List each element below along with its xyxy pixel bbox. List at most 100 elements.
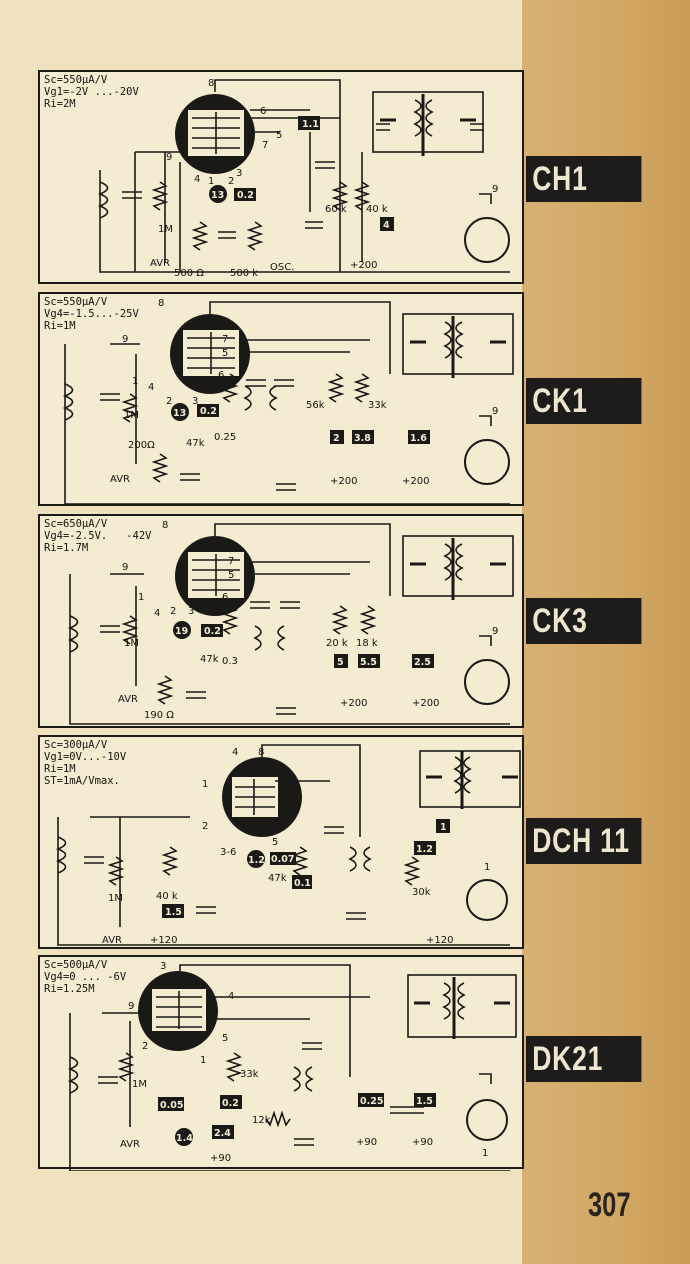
spec-line: Sc=550µA/V — [44, 296, 108, 308]
label: 40 k — [366, 204, 388, 215]
pin-label: 5 — [276, 130, 282, 141]
label: 30k — [412, 887, 431, 898]
spec-line: Vg4=-2.5V. -42V — [44, 530, 152, 542]
base-pin: 9 — [492, 184, 498, 195]
pin-label: 6 — [218, 370, 224, 381]
pin-label: 2 — [170, 606, 176, 617]
base-pin: 9 — [492, 626, 498, 637]
label: 56k — [306, 400, 325, 411]
label: 40 k — [156, 891, 178, 902]
base-pinout-ck1: 9 — [464, 406, 510, 485]
schematic-drawing: 2 3.8 1.6 0.2 13 1M AVR 200Ω 47k 0.25 56… — [62, 298, 514, 505]
base-pinout-dk21: 1 — [466, 1073, 508, 1159]
label: +90 — [210, 1153, 231, 1164]
pin-label: 2 — [142, 1041, 148, 1052]
label: 1M — [124, 410, 139, 421]
label: 0.3 — [222, 656, 238, 667]
heater-value: 1.4 — [176, 1133, 193, 1144]
pin-label: 4 — [154, 608, 160, 619]
label: +120 — [150, 935, 177, 946]
tag: 2 — [333, 433, 340, 444]
label: AVR — [118, 694, 138, 705]
pin-label: 9 — [128, 1001, 134, 1012]
label: 1M — [132, 1079, 147, 1090]
tag: 5.5 — [360, 657, 377, 668]
label: 3-6 — [220, 847, 236, 858]
label: +200 — [350, 260, 377, 271]
label: 20 k — [326, 638, 348, 649]
tag: 1 — [440, 822, 447, 833]
tag: 2.4 — [214, 1128, 231, 1139]
tag: 1.1 — [302, 119, 319, 130]
base-pin: 1 — [482, 1148, 488, 1159]
spec-line: Ri=1M — [44, 320, 76, 332]
pin-label: 5 — [222, 348, 228, 359]
tag: 0.2 — [204, 626, 221, 637]
pin-label: 6 — [260, 106, 266, 117]
tube-name-dk21: DK21 — [526, 1036, 642, 1082]
label: 1M — [108, 893, 123, 904]
tag: 5 — [337, 657, 344, 668]
schematic-drawing: 1.5 1.2 0.07 0.1 1 1.2 1M AVR 40 k +120 … — [55, 744, 521, 946]
heater-value: 19 — [175, 626, 188, 637]
label: 12k — [252, 1115, 271, 1126]
label: 47k — [200, 654, 219, 665]
spec-line: Ri=1.25M — [44, 983, 95, 995]
pin-label: 3 — [160, 961, 166, 972]
pin-label: 1 — [200, 1055, 206, 1066]
label: +90 — [356, 1137, 377, 1148]
label: AVR — [110, 474, 130, 485]
heater-value: 13 — [173, 408, 186, 419]
schematic-ck1: 2 3.8 1.6 0.2 13 1M AVR 200Ω 47k 0.25 56… — [38, 292, 524, 506]
label: 0.25 — [214, 432, 236, 443]
pin-label: 1 — [138, 592, 144, 603]
base-pinout-ck3: 9 — [464, 626, 510, 705]
label: AVR — [102, 935, 122, 946]
label: AVR — [150, 258, 170, 269]
label: 500 k — [230, 268, 258, 279]
spec-line: Ri=1M — [44, 763, 76, 775]
tag: 0.1 — [294, 878, 311, 889]
pin-label: 4 — [148, 382, 154, 393]
tag: 3.8 — [354, 433, 371, 444]
grid-lines — [192, 112, 240, 154]
spec-line: Vg4=-1.5...-25V — [44, 308, 139, 320]
tag: 4 — [383, 220, 390, 231]
pin-label: 9 — [122, 562, 128, 573]
spec-line: Sc=300µA/V — [44, 739, 108, 751]
pin-label: 4 — [194, 174, 200, 185]
pin-label: 6 — [222, 592, 228, 603]
label: +200 — [412, 698, 439, 709]
pin-label: 3 — [188, 606, 194, 617]
schematic-dk21: 0.05 0.2 2.4 0.25 1.5 1.4 1M AVR 33k 12k… — [38, 955, 524, 1171]
label: 47k — [186, 438, 205, 449]
pin-label: 1 — [202, 779, 208, 790]
pin-label: 8 — [162, 520, 168, 531]
tag: 0.2 — [222, 1098, 239, 1109]
tag: 1.2 — [416, 844, 433, 855]
spec-line: Vg4=0 ... -6V — [44, 971, 127, 983]
pin-label: 9 — [166, 152, 172, 163]
label: AVR — [120, 1139, 140, 1150]
spec-line: Vg1=-2V ...-20V — [44, 86, 139, 98]
schematic-ck3: 5 5.5 2.5 0.2 19 1M AVR 190 Ω 47k 0.3 20… — [38, 514, 524, 728]
pin-label: 1 — [132, 376, 138, 387]
label: +200 — [340, 698, 367, 709]
pin-label: 3 — [236, 168, 242, 179]
label: +120 — [426, 935, 453, 946]
label: 33k — [240, 1069, 259, 1080]
pin-label: 7 — [262, 140, 268, 151]
schematic-drawing: 5 5.5 2.5 0.2 19 1M AVR 190 Ω 47k 0.3 20… — [67, 520, 514, 725]
pin-label: 7 — [296, 801, 302, 812]
label: 190 Ω — [144, 710, 174, 721]
base-pin: 9 — [492, 406, 498, 417]
label: 200Ω — [128, 440, 155, 451]
label: 47k — [268, 873, 287, 884]
pin-label: 2 — [166, 396, 172, 407]
pin-label: 8 — [208, 78, 214, 89]
spec-line: ST=1mA/Vmax. — [44, 775, 120, 787]
heater-value: 13 — [211, 190, 224, 201]
label: 500 Ω — [174, 268, 204, 279]
